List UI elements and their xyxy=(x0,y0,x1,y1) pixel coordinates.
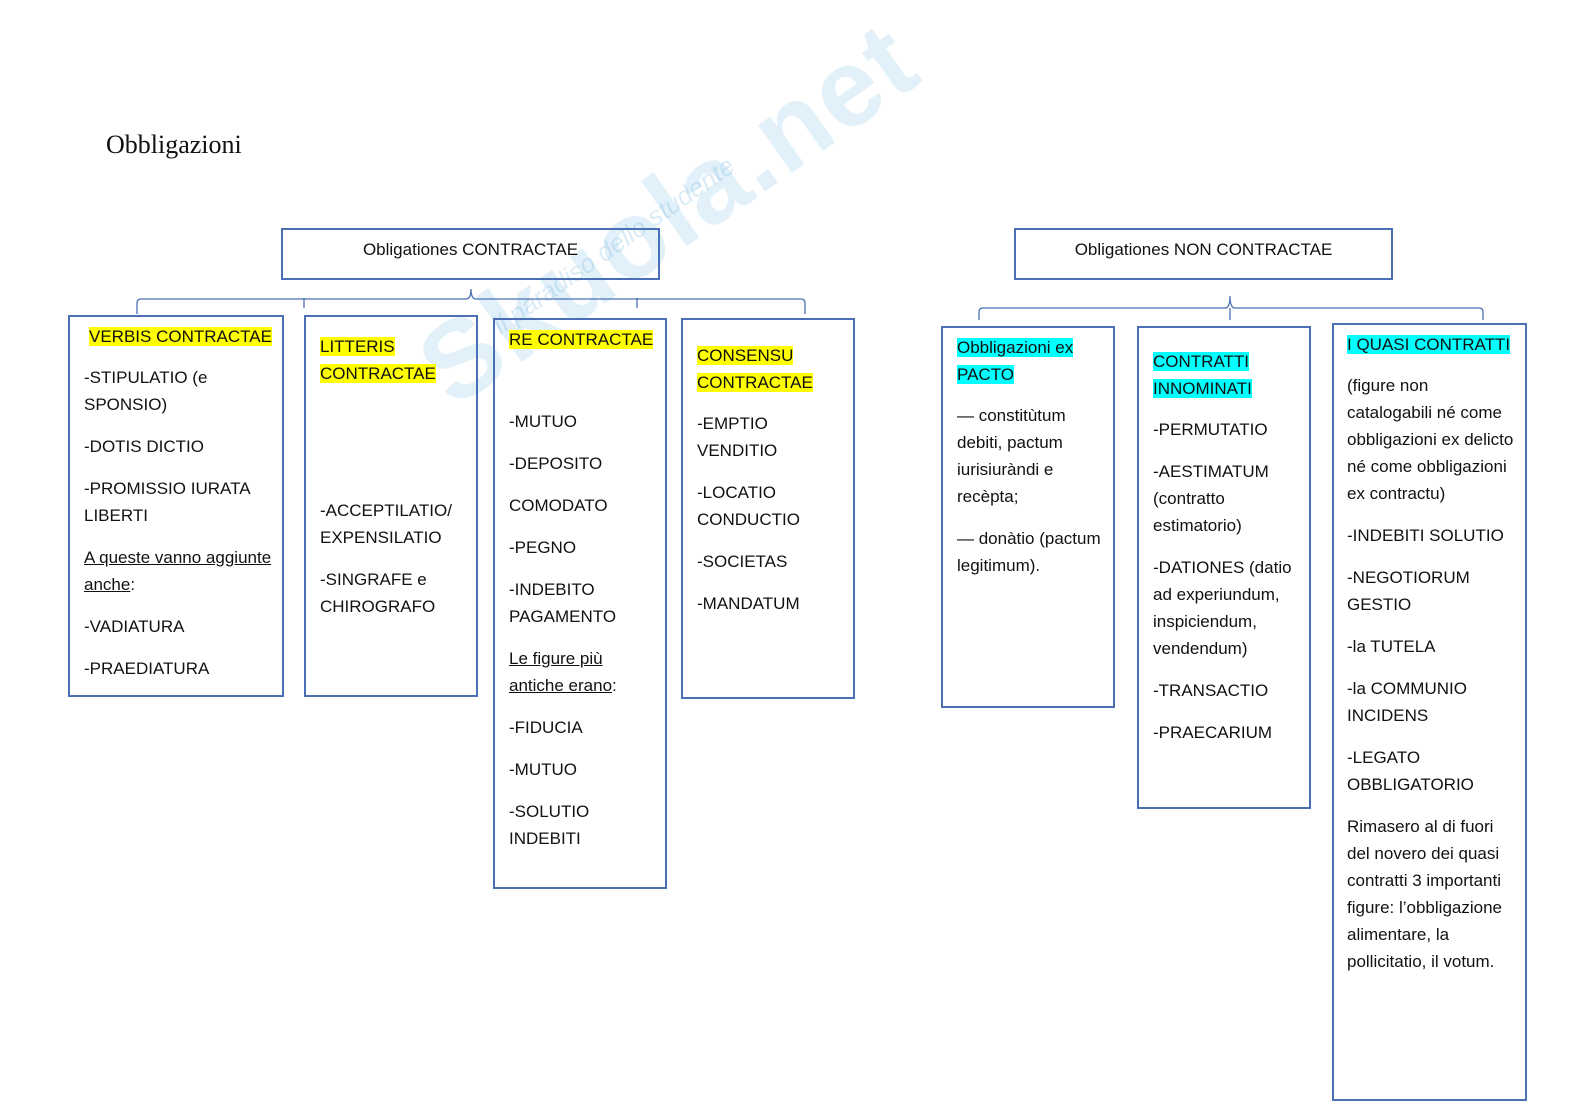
box-heading: INNOMINATI xyxy=(1153,379,1252,398)
box-heading: RE CONTRACTAE xyxy=(509,330,654,349)
note-suffix: : xyxy=(612,676,617,695)
litteris-contractae-box: LITTERIS CONTRACTAE -ACCEPTILATIO/ EXPENS… xyxy=(304,315,478,697)
list-item: -PEGNO xyxy=(509,538,577,557)
list-item: -SINGRAFE e CHIROGRAFO xyxy=(320,570,436,616)
list-item: -PRAECARIUM xyxy=(1153,723,1273,742)
box-heading: PACTO xyxy=(957,365,1014,384)
list-item: -PROMISSIO IURATA LIBERTI xyxy=(84,479,250,525)
box-heading: CONTRATTI xyxy=(1153,352,1250,371)
obligationes-non-contractae-box: Obligationes NON CONTRACTAE xyxy=(1014,228,1393,280)
list-item: -MANDATUM xyxy=(697,594,800,613)
list-item: — donàtio (pactum legitimum). xyxy=(957,529,1101,575)
box-heading: VERBIS CONTRACTAE xyxy=(89,327,272,346)
contratti-innominati-box: CONTRATTI INNOMINATI -PERMUTATIO -AESTIMA… xyxy=(1137,326,1311,809)
list-item: -INDEBITO PAGAMENTO xyxy=(509,580,617,626)
list-item: -MUTUO xyxy=(509,412,577,431)
box-heading: I QUASI CONTRATTI xyxy=(1347,335,1511,354)
list-item: -LEGATO OBBLIGATORIO xyxy=(1347,748,1474,794)
list-item: -INDEBITI SOLUTIO xyxy=(1347,526,1504,545)
list-item: -EMPTIO VENDITIO xyxy=(697,414,778,460)
list-item: -NEGOTIORUM GESTIO xyxy=(1347,568,1470,614)
left-brace-inner xyxy=(303,298,638,308)
list-item: -DEPOSITO xyxy=(509,454,603,473)
list-item: -FIDUCIA xyxy=(509,718,583,737)
box-heading: LITTERIS xyxy=(320,337,395,356)
consensu-contractae-box: CONSENSU CONTRACTAE -EMPTIO VENDITIO -LOC… xyxy=(681,318,855,699)
note-suffix: : xyxy=(130,575,136,594)
list-item: -la TUTELA xyxy=(1347,637,1436,656)
list-item: -VADIATURA xyxy=(84,617,185,636)
note: A queste vanno aggiunte anche: xyxy=(84,544,274,598)
re-contractae-box: RE CONTRACTAE -MUTUO -DEPOSITO COMODATO … xyxy=(493,318,667,889)
box-heading: CONSENSU xyxy=(697,346,794,365)
box-label: Obligationes CONTRACTAE xyxy=(362,240,579,259)
list-item: -LOCATIO CONDUCTIO xyxy=(697,483,800,529)
page-title: Obbligazioni xyxy=(106,130,242,159)
box-heading: Obbligazioni ex xyxy=(957,338,1074,357)
list-item: -DATIONES (datio ad experiundum, inspici… xyxy=(1153,558,1292,658)
list-item: -SOLUTIO INDEBITI xyxy=(509,802,590,848)
list-item: Rimasero al di fuori del novero dei quas… xyxy=(1347,817,1502,971)
note-text: Le figure più antiche erano xyxy=(509,649,613,695)
verbis-contractae-box: VERBIS CONTRACTAE -STIPULATIO (e SPONSIO… xyxy=(68,315,284,697)
list-item: -MUTUO xyxy=(509,760,577,779)
list-item: (figure non catalogabili né come obbliga… xyxy=(1347,376,1514,503)
note-text: A queste vanno aggiunte anche xyxy=(84,548,272,594)
list-item: -PRAEDIATURA xyxy=(84,659,210,678)
right-brace xyxy=(978,295,1484,320)
list-item: — constitùtum debiti, pactum iurisiurànd… xyxy=(957,406,1066,506)
left-brace xyxy=(136,288,806,314)
obbligazioni-ex-pacto-box: Obbligazioni ex PACTO — constitùtum debit… xyxy=(941,326,1115,708)
list-item: -PERMUTATIO xyxy=(1153,420,1268,439)
box-label: Obligationes NON CONTRACTAE xyxy=(1074,240,1333,259)
quasi-contratti-box: I QUASI CONTRATTI (figure non catalogabi… xyxy=(1332,323,1527,1101)
list-item: -TRANSACTIO xyxy=(1153,681,1269,700)
list-item: -ACCEPTILATIO/ EXPENSILATIO xyxy=(320,501,452,547)
obligationes-contractae-box: Obligationes CONTRACTAE xyxy=(281,228,660,280)
list-item: -AESTIMATUM (contratto estimatorio) xyxy=(1153,462,1269,535)
list-item: -STIPULATIO (e SPONSIO) xyxy=(84,368,208,414)
box-heading: CONTRACTAE xyxy=(697,373,813,392)
list-item: COMODATO xyxy=(509,496,608,515)
note: Le figure più antiche erano: xyxy=(509,645,657,699)
list-item: -la COMMUNIO INCIDENS xyxy=(1347,679,1467,725)
list-item: -DOTIS DICTIO xyxy=(84,437,204,456)
list-item: -SOCIETAS xyxy=(697,552,788,571)
box-heading: CONTRACTAE xyxy=(320,364,436,383)
